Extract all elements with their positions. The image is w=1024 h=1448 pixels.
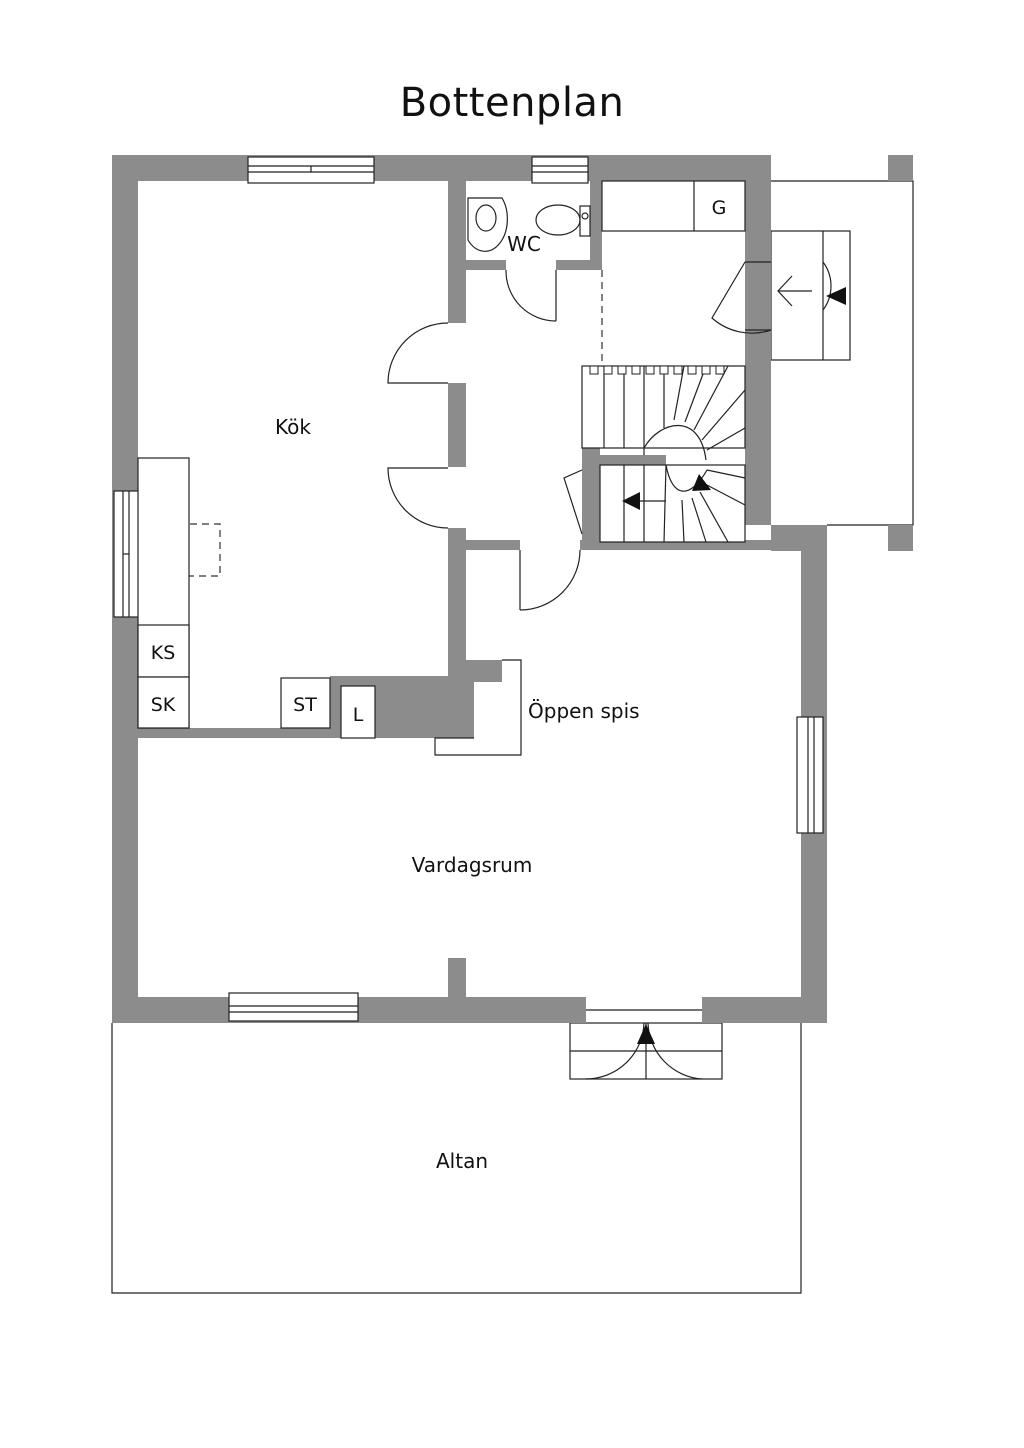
room-label-wc: WC — [507, 232, 541, 256]
fridge-ks — [137, 624, 190, 678]
fixture-label-sk: SK — [151, 694, 176, 716]
room-label-fireplace: Öppen spis — [528, 699, 640, 723]
windows — [113, 156, 824, 1022]
fixtures — [137, 180, 746, 756]
door-stair — [563, 469, 583, 535]
dishwasher-sk — [137, 676, 190, 729]
staircase — [581, 287, 846, 1044]
fixture-label-g: G — [712, 197, 727, 219]
entrance-porch — [770, 155, 914, 551]
door-wc — [505, 269, 557, 322]
wc-toilet — [535, 204, 591, 237]
doors — [387, 261, 832, 1080]
door-kitchen-lower — [387, 467, 449, 529]
terrace — [111, 1023, 802, 1294]
labels: Kök WC Vardagsrum Öppen spis Altan G KS … — [151, 197, 727, 1173]
fixture-label-ks: KS — [151, 642, 176, 664]
room-label-terrace: Altan — [436, 1149, 488, 1173]
door-entrance — [711, 261, 832, 334]
fireplace — [434, 659, 522, 756]
wardrobe — [601, 180, 746, 232]
window-living-right — [796, 716, 824, 834]
room-label-living: Vardagsrum — [412, 853, 533, 877]
cabinet-l — [340, 685, 376, 739]
walls — [112, 155, 827, 1023]
wc-sink — [467, 197, 508, 252]
window-wc — [531, 156, 589, 184]
front-steps — [569, 1022, 723, 1080]
window-kitchen-left — [113, 490, 141, 618]
plan-title: Bottenplan — [399, 80, 625, 126]
door-kitchen-upper — [387, 322, 449, 384]
window-kitchen-top — [247, 156, 375, 184]
window-living-bottom — [228, 992, 359, 1022]
room-label-kitchen: Kök — [275, 415, 311, 439]
door-living — [519, 549, 581, 611]
fixture-label-l: L — [353, 704, 364, 726]
fixture-label-st: ST — [293, 694, 317, 716]
stove-st — [280, 677, 331, 729]
